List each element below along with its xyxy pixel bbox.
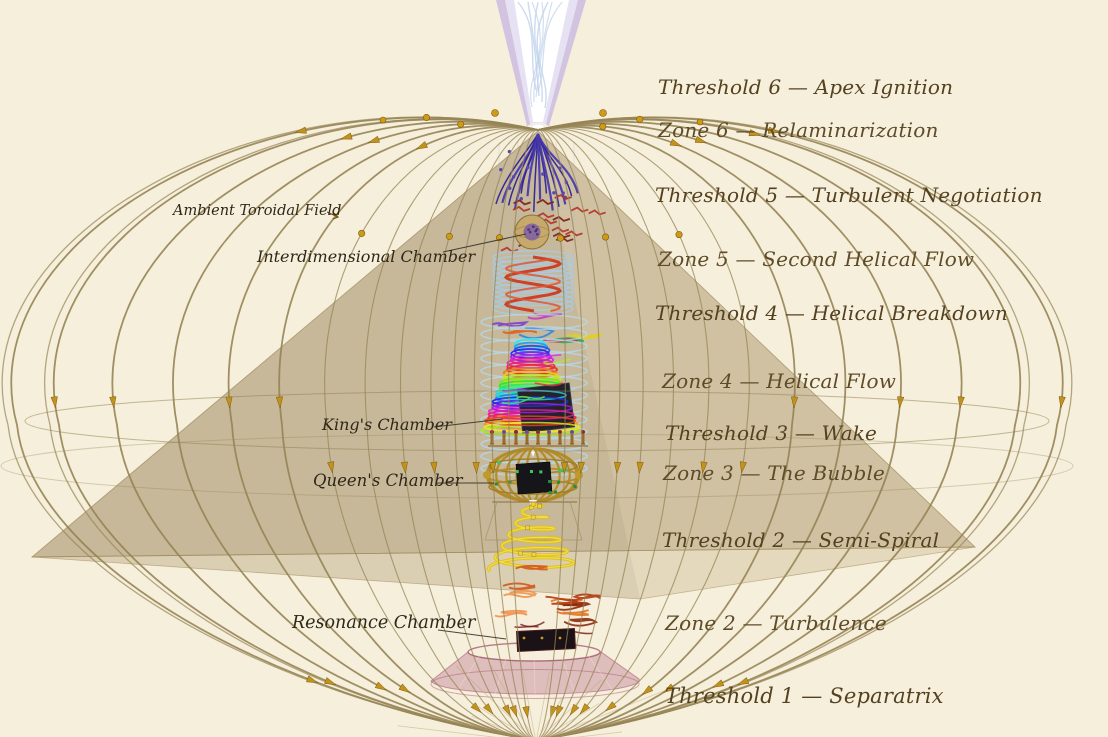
turbulent-negotiation-scatter [500, 193, 606, 253]
helical-flow-rainbow [480, 338, 581, 436]
semi-spiral [486, 501, 577, 573]
resonance-chamber-box [515, 627, 577, 653]
latitude-rings [0, 390, 1074, 499]
leader-lines [326, 211, 527, 640]
kings-chamber-box [516, 382, 576, 434]
queens-chamber-box [515, 461, 553, 495]
turbulence-scribbles [494, 564, 602, 627]
relaminarization-branches [495, 133, 579, 212]
interdimensional-chamber-sphere [514, 214, 550, 250]
bottom-pole-starburst [397, 654, 666, 737]
resonance-chamber [514, 621, 593, 653]
separatrix-funnel [430, 642, 640, 699]
field-arrows [50, 113, 1066, 719]
apex-beam [496, 0, 586, 134]
apex-beads [379, 109, 704, 126]
ambient-pointer [326, 211, 340, 220]
